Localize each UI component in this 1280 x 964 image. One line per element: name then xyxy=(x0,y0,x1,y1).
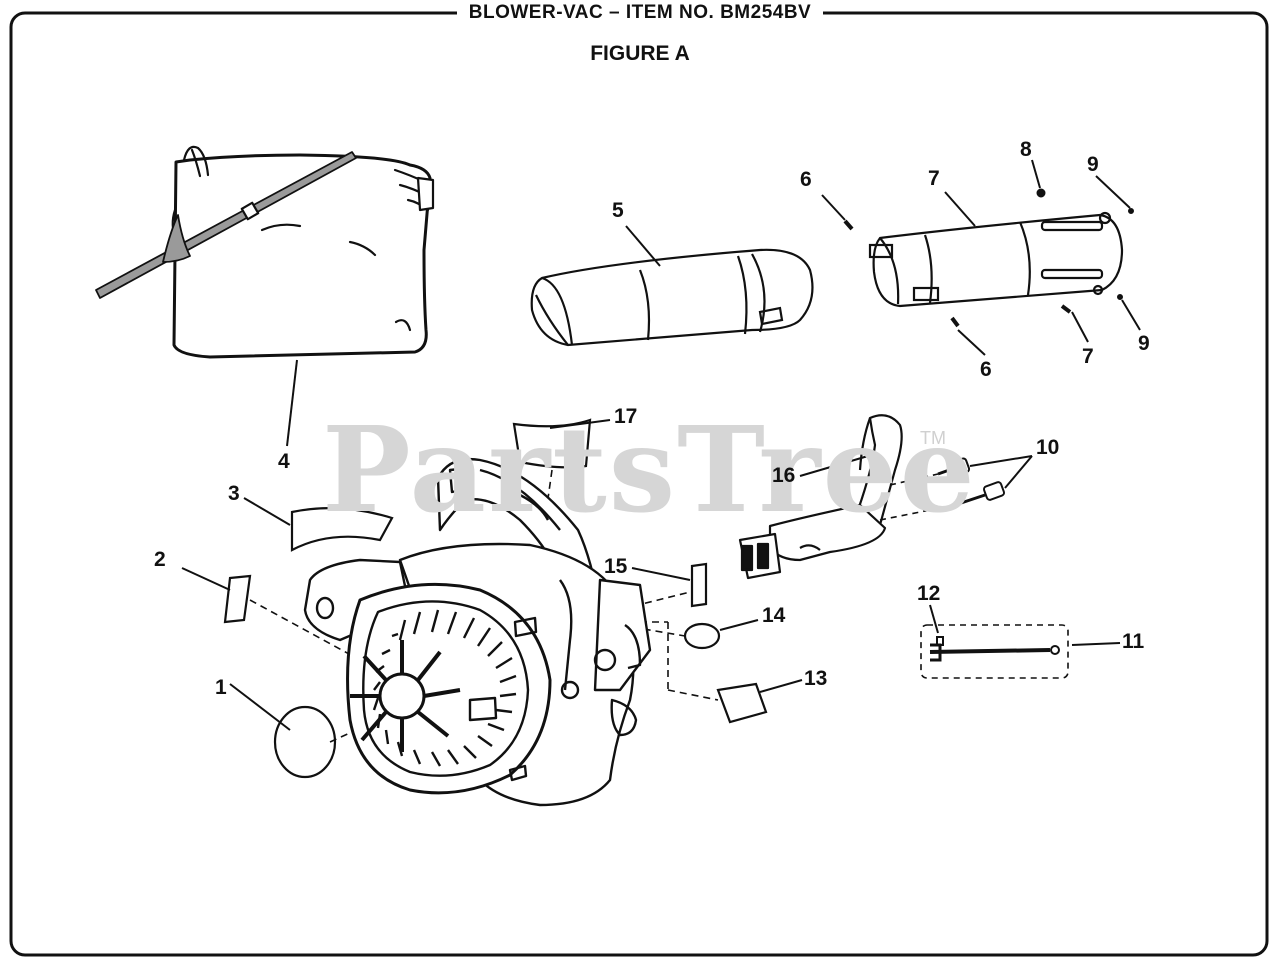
callout-14[interactable]: 14 xyxy=(762,604,786,627)
part-10-screws xyxy=(937,457,1006,507)
callout-3[interactable]: 3 xyxy=(228,482,240,505)
callout-2[interactable]: 2 xyxy=(154,548,166,571)
callout-10[interactable]: 10 xyxy=(1036,436,1060,459)
watermark: PartsTree xyxy=(322,400,977,539)
part-5-blower-tube xyxy=(530,248,814,347)
watermark-tm: TM xyxy=(920,428,946,448)
callout-6a[interactable]: 6 xyxy=(800,168,812,191)
callout-15[interactable]: 15 xyxy=(604,555,628,578)
nozzle-screws xyxy=(843,188,1134,328)
figure-label: FIGURE A xyxy=(590,42,690,65)
part-16-throttle-handle xyxy=(738,414,903,580)
part-4-debris-bag xyxy=(95,145,435,359)
callout-4[interactable]: 4 xyxy=(278,450,290,473)
callout-16[interactable]: 16 xyxy=(772,464,796,487)
callout-17[interactable]: 17 xyxy=(614,405,638,428)
part-7-nozzle-tube xyxy=(868,211,1124,308)
callout-6b[interactable]: 6 xyxy=(980,358,992,381)
engine-housing xyxy=(303,457,652,807)
callout-5[interactable]: 5 xyxy=(612,199,624,222)
page-title-text: BLOWER-VAC – ITEM NO. BM254BV xyxy=(456,2,824,23)
decals xyxy=(223,418,768,779)
callout-1[interactable]: 1 xyxy=(215,676,227,699)
callout-8[interactable]: 8 xyxy=(1020,138,1032,161)
callout-11[interactable]: 11 xyxy=(1122,630,1145,653)
callout-12[interactable]: 12 xyxy=(917,582,941,605)
callout-7a[interactable]: 7 xyxy=(928,167,940,190)
part-11-12-tool xyxy=(920,624,1069,679)
callout-13[interactable]: 13 xyxy=(804,667,828,690)
page-title: BLOWER-VAC – ITEM NO. BM254BV xyxy=(0,2,1280,24)
callout-7b[interactable]: 7 xyxy=(1082,345,1094,368)
callout-9b[interactable]: 9 xyxy=(1138,332,1150,355)
callout-9a[interactable]: 9 xyxy=(1087,153,1099,176)
